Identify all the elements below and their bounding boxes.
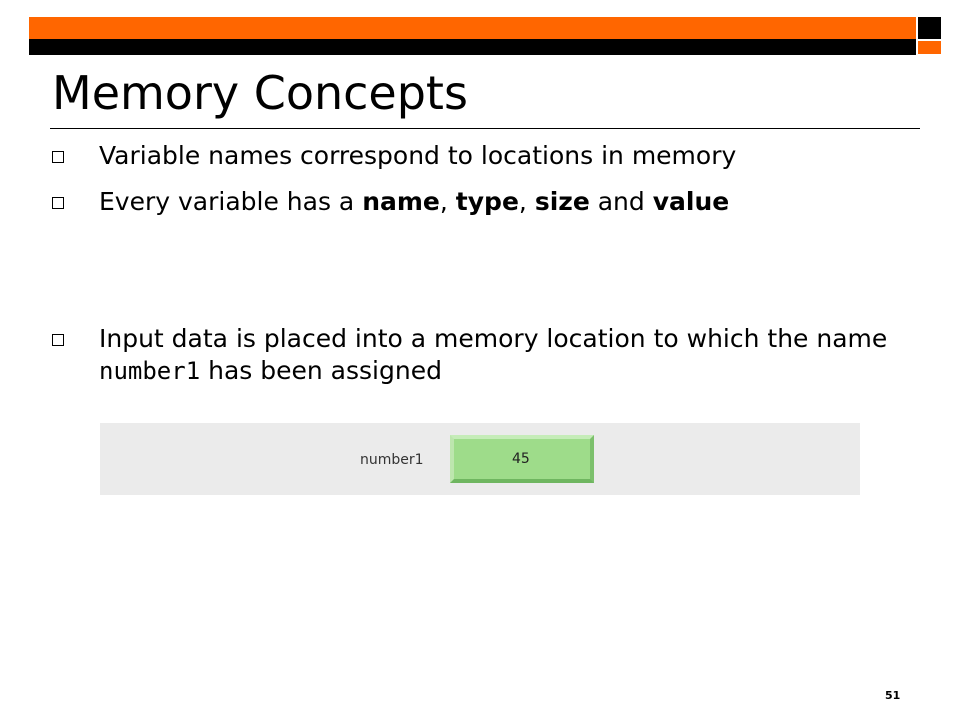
header-dark-bar (29, 39, 916, 55)
memory-cell: 45 (450, 435, 594, 483)
memory-variable-label: number1 (360, 452, 424, 468)
corner-dark-square (918, 17, 941, 39)
bullet-input-data: Input data is placed into a memory locat… (52, 323, 899, 387)
bullet-text: Input data is placed into a memory locat… (99, 323, 899, 387)
bullet-variable-names: Variable names correspond to locations i… (52, 140, 736, 172)
header-orange-bar (29, 17, 916, 39)
code-variable-name: number1 (99, 357, 201, 385)
slide-title: Memory Concepts (52, 66, 468, 120)
bullet-text-before: Input data is placed into a memory locat… (99, 324, 888, 353)
separator: , (518, 187, 535, 216)
term-name: name (362, 187, 440, 216)
bullet-text: Every variable has a name, type, size an… (99, 186, 729, 218)
square-bullet-icon (52, 334, 64, 346)
bullet-text-after: has been assigned (200, 356, 442, 385)
corner-orange-square (918, 41, 941, 54)
separator: and (589, 187, 653, 216)
square-bullet-icon (52, 151, 64, 163)
term-type: type (455, 187, 519, 216)
memory-cell-value: 45 (512, 451, 530, 467)
term-size: size (534, 187, 590, 216)
title-underline (50, 128, 920, 129)
separator: , (439, 187, 456, 216)
term-value: value (652, 187, 730, 216)
square-bullet-icon (52, 197, 64, 209)
page-number: 51 (885, 689, 901, 702)
bullet-variable-attributes: Every variable has a name, type, size an… (52, 186, 729, 218)
bullet-text: Variable names correspond to locations i… (99, 141, 737, 170)
bullet-text-prefix: Every variable has a (99, 187, 363, 216)
